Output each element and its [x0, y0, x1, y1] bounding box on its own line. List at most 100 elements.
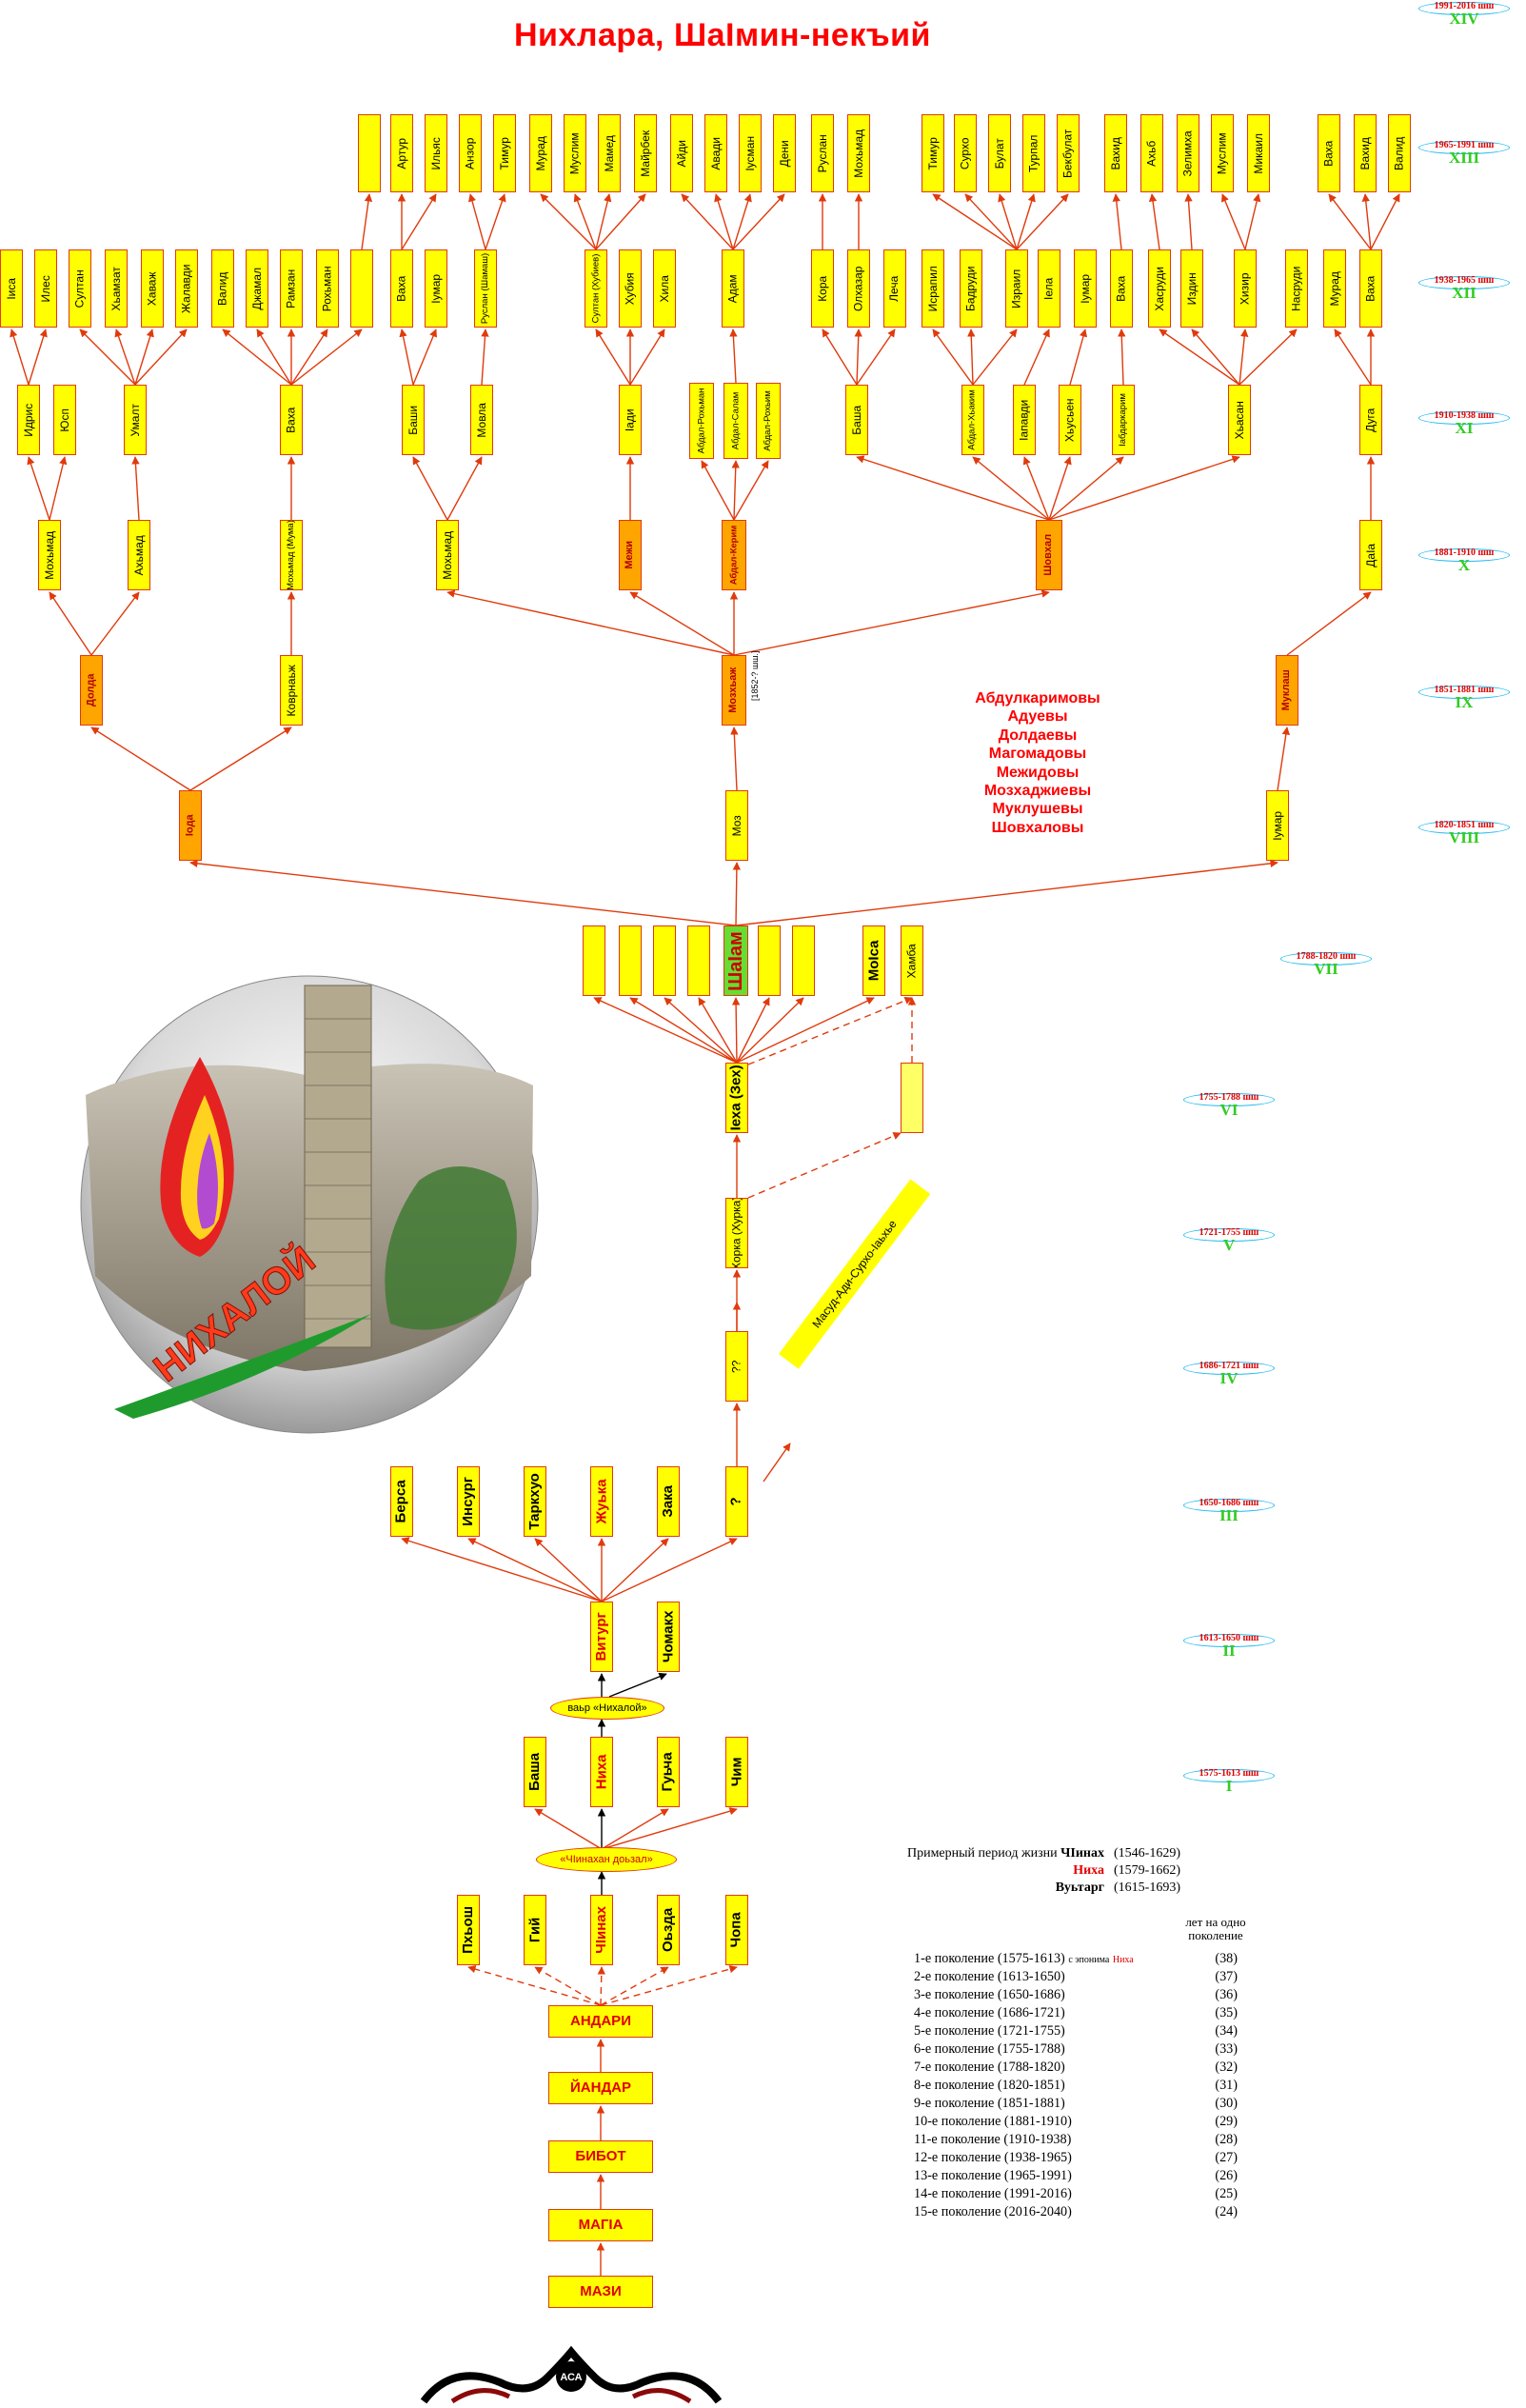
person-name: Iапавди: [1017, 399, 1031, 441]
person-name: Ниха: [593, 1754, 610, 1790]
person-name: Дени: [777, 139, 791, 168]
edge: [1016, 193, 1036, 250]
person-node: Ильяс: [425, 114, 447, 192]
person-node: Авади: [704, 114, 727, 192]
edge: [361, 193, 373, 250]
edge: [290, 328, 328, 386]
person-name: Абдал-Рохьим: [763, 390, 774, 451]
person-name: Мохьмад: [42, 530, 56, 580]
edge: [290, 328, 363, 386]
person-node: Iумар: [1074, 249, 1097, 328]
person-node: Долда: [80, 655, 103, 726]
person-name: Бадруди: [963, 266, 978, 311]
person-name: Жуька: [593, 1479, 610, 1524]
chinakhan-family-tag: «ЧIинахан доьзал»: [536, 1847, 677, 1872]
person-node: Iела: [1038, 249, 1060, 328]
person-name: Абдал-Рохьман: [696, 388, 707, 454]
edge: [601, 1807, 738, 1850]
person-name: Хасруди: [1152, 266, 1166, 311]
person-name: Абдал-Салам: [730, 391, 742, 450]
person-name: Валид: [1392, 136, 1406, 170]
person-name: Витург: [593, 1612, 610, 1662]
person-node: Издин: [1180, 249, 1203, 328]
person-name: Берса: [393, 1480, 410, 1523]
person-node: Абдал-Рохьман: [689, 383, 714, 459]
legend-title-with-name: Примерный период жизни ЧIинах: [906, 1846, 1104, 1861]
person-node: Ниха: [590, 1737, 613, 1807]
person-node: Зелимха: [1177, 114, 1199, 192]
edge: [467, 1538, 603, 1602]
person-node: Израил: [1005, 249, 1028, 328]
person-node: Булат: [988, 114, 1011, 192]
person-name: Абдал-Керим: [728, 525, 740, 586]
edge: [1191, 328, 1240, 386]
edge: [1118, 328, 1126, 386]
edge: [534, 1538, 603, 1602]
person-name: Султан: [72, 269, 87, 308]
person-name: Леча: [887, 275, 902, 302]
person-name: ЧIинах: [593, 1906, 610, 1954]
person-name: Издин: [1184, 271, 1199, 306]
person-name: ЙАНДАР: [570, 2080, 631, 2097]
edge: [1016, 193, 1069, 250]
person-node: Ахьб: [1140, 114, 1163, 192]
person-name: Вахид: [1108, 136, 1122, 170]
edge: [1148, 193, 1160, 250]
person-node: Мовла: [470, 385, 493, 455]
mozhazh-dates: [1852-? шш.]: [750, 650, 760, 701]
edge: [401, 193, 437, 250]
person-name: Ваха: [284, 407, 298, 433]
person-name: Зелимха: [1180, 129, 1195, 177]
edge: [1048, 455, 1240, 521]
person-node: Руслан (Шамаш): [474, 249, 497, 328]
person-name: Iумар: [1078, 273, 1092, 304]
edge: [597, 1966, 606, 2006]
edge: [1277, 726, 1291, 791]
person-node: Абдал-Хьаким: [961, 385, 984, 455]
person-node: [583, 925, 605, 996]
person-name: Хьасан: [1232, 400, 1246, 440]
person-name: Iода: [184, 814, 196, 837]
edge: [134, 328, 188, 386]
person-node: Валид: [1388, 114, 1411, 192]
person-node: Оьзда: [657, 1895, 680, 1965]
person-node: ?: [725, 1466, 748, 1537]
edge: [735, 859, 1278, 926]
edge: [595, 328, 631, 386]
person-name: Абдал-Хьаким: [967, 389, 979, 450]
edge: [736, 997, 875, 1064]
person-name: Муслим: [1215, 132, 1229, 174]
person-name: Дуга: [1363, 408, 1377, 432]
person-name: Кора: [815, 275, 829, 302]
edge: [467, 193, 486, 250]
person-node: Абдал-Рохьим: [756, 383, 781, 459]
years-per-generation-header: лет на одно поколение: [1185, 1915, 1246, 1942]
edge: [731, 460, 740, 521]
person-name: Мохьмад: [440, 530, 454, 580]
person-name: Хьусьен: [1062, 398, 1077, 442]
person-node: [358, 114, 381, 192]
person-name: Майрбек: [638, 129, 652, 177]
person-node: Хьамзат: [105, 249, 128, 328]
edge: [134, 328, 154, 386]
edge: [189, 859, 737, 926]
person-node: Чопа: [725, 1895, 748, 1965]
person-node: Iабдаркарим: [1112, 385, 1135, 455]
person-node: Хаваж: [141, 249, 164, 328]
person-node: Адам: [722, 249, 744, 328]
person-node: Хорка (Хурка): [725, 1198, 748, 1268]
edge: [972, 328, 1018, 386]
person-name: Исрапил: [925, 265, 940, 312]
person-node: Таркхуо: [524, 1466, 546, 1537]
person-name: Баша: [849, 405, 863, 435]
person-name: Зака: [660, 1485, 677, 1518]
person-name: Микаил: [1251, 132, 1265, 174]
edge: [1159, 328, 1240, 386]
person-node: Юсп: [53, 385, 76, 455]
edge: [540, 193, 597, 250]
edge: [854, 328, 862, 386]
person-name: Моз: [729, 814, 743, 837]
